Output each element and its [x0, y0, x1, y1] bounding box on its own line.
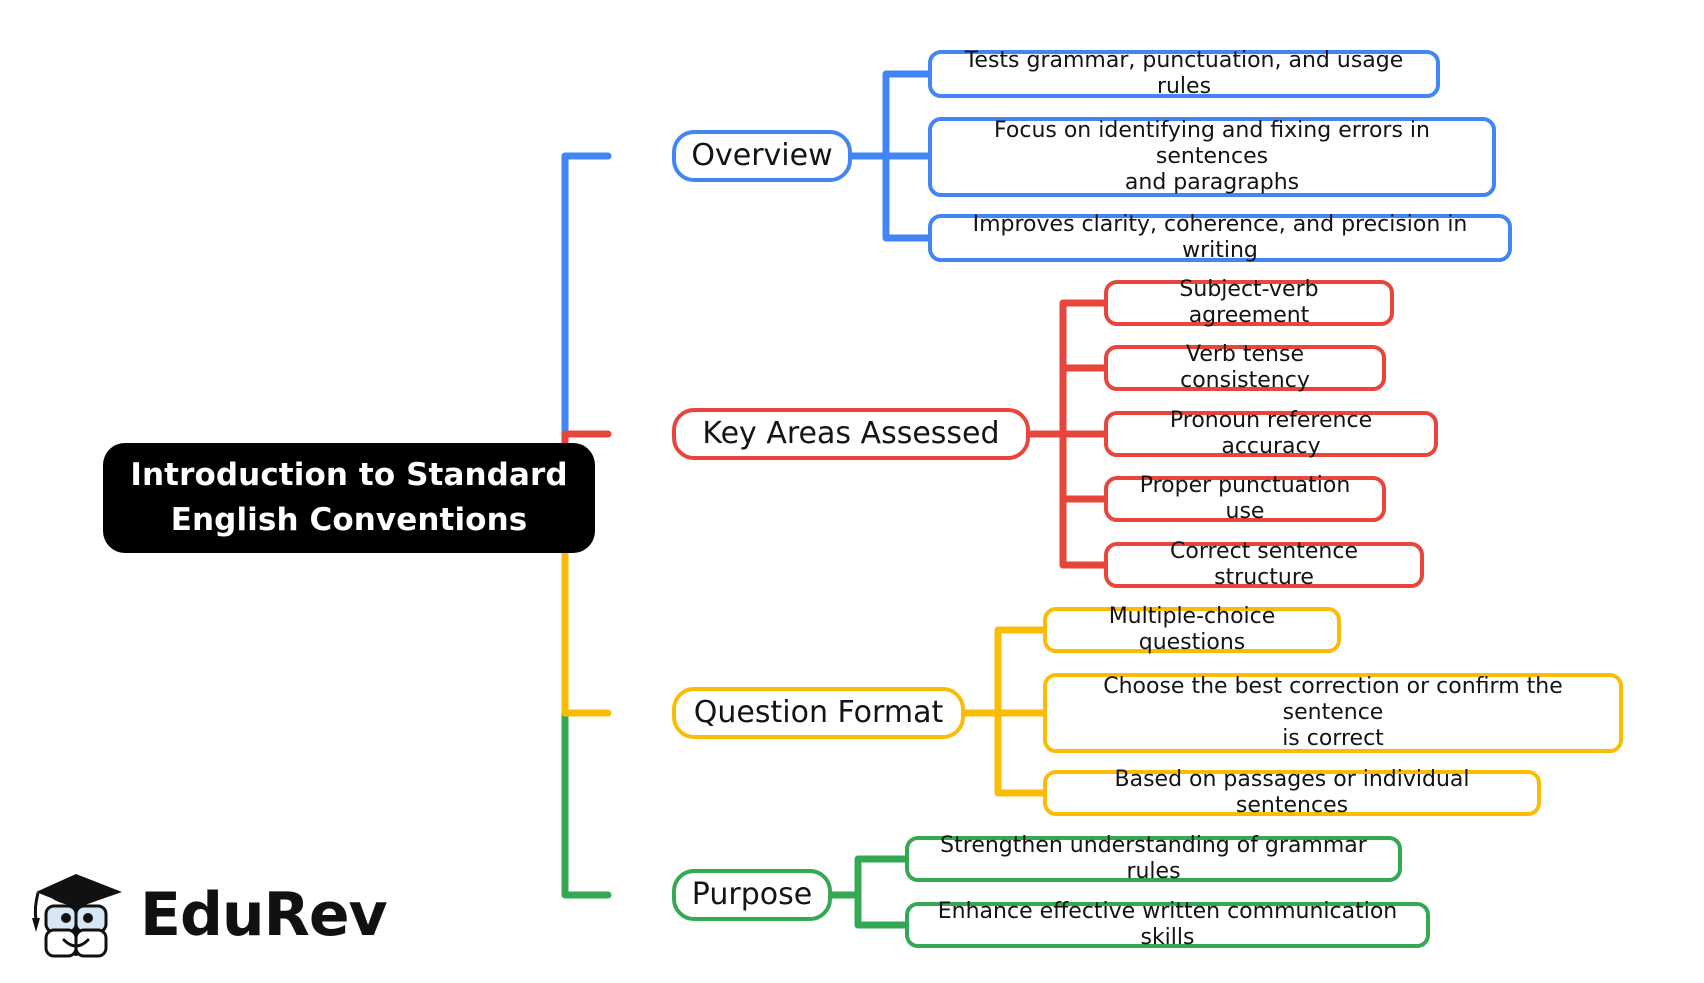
root-node[interactable]: Introduction to Standard English Convent…	[103, 443, 595, 553]
leaf-node-key-areas-5[interactable]: Correct sentence structure	[1104, 539, 1424, 590]
leaf-node-overview-1[interactable]: Tests grammar, punctuation, and usage ru…	[928, 48, 1440, 99]
leaf-node-key-areas-4[interactable]: Proper punctuation use	[1104, 473, 1386, 524]
branch-node-key-areas-assessed[interactable]: Key Areas Assessed	[672, 408, 1030, 460]
leaf-node-purpose-1[interactable]: Strengthen understanding of grammar rule…	[905, 833, 1402, 884]
leaf-node-key-areas-3[interactable]: Pronoun reference accuracy	[1104, 408, 1438, 459]
leaf-node-question-format-1[interactable]: Multiple-choice questions	[1043, 604, 1341, 655]
leaf-node-question-format-3[interactable]: Based on passages or individual sentence…	[1043, 767, 1541, 818]
branch-node-overview[interactable]: Overview	[672, 130, 852, 182]
leaf-node-key-areas-2[interactable]: Verb tense consistency	[1104, 342, 1386, 393]
edurev-logo: EduRev	[30, 862, 388, 968]
branch-node-purpose[interactable]: Purpose	[672, 869, 832, 921]
leaf-node-key-areas-1[interactable]: Subject-verb agreement	[1104, 277, 1394, 328]
leaf-node-purpose-2[interactable]: Enhance effective written communication …	[905, 899, 1430, 950]
edurev-logo-text: EduRev	[140, 880, 388, 950]
leaf-node-overview-2[interactable]: Focus on identifying and fixing errors i…	[928, 117, 1496, 197]
leaf-node-overview-3[interactable]: Improves clarity, coherence, and precisi…	[928, 212, 1512, 263]
leaf-node-question-format-2[interactable]: Choose the best correction or confirm th…	[1043, 673, 1623, 753]
branch-node-question-format[interactable]: Question Format	[672, 687, 965, 739]
graduation-cap-book-icon	[32, 874, 122, 958]
